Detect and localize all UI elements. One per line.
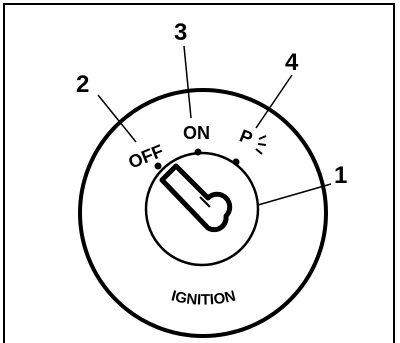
callout-1: 1 xyxy=(334,162,347,189)
keyhole-icon xyxy=(162,166,230,230)
park-position-dot xyxy=(233,159,240,166)
ignition-label-text: IGNITION xyxy=(169,287,237,308)
leader-line-1 xyxy=(258,184,331,205)
on-label: ON xyxy=(183,123,210,143)
off-position-dot xyxy=(155,163,162,170)
parking-light-icon xyxy=(256,136,266,154)
callout-4: 4 xyxy=(285,49,299,76)
on-position-dot xyxy=(195,149,202,156)
callout-3: 3 xyxy=(174,19,187,46)
ignition-label: IGNITION xyxy=(169,287,237,308)
leader-line-2 xyxy=(98,95,136,142)
callout-2: 2 xyxy=(76,71,89,98)
leader-line-4 xyxy=(256,75,292,128)
leader-line-3 xyxy=(184,46,191,118)
park-label: P xyxy=(237,125,256,148)
